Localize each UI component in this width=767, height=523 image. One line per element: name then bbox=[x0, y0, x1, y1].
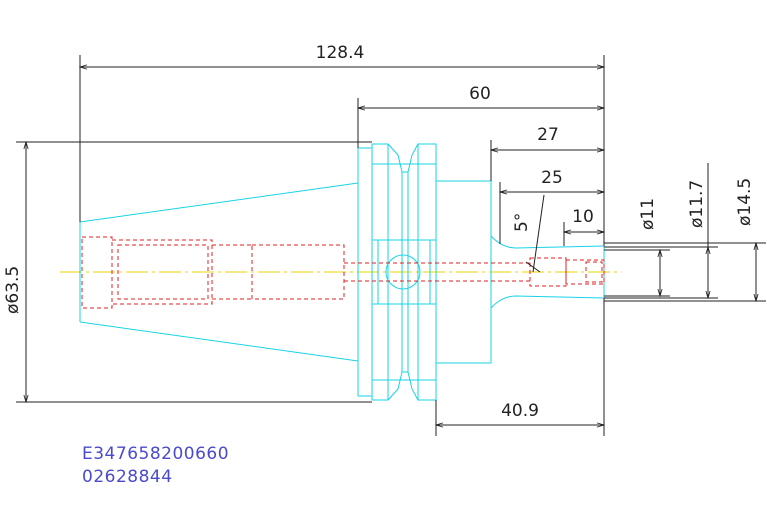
dim-angle: 5° bbox=[512, 194, 545, 273]
dim-overall-length: 128.4 bbox=[80, 43, 604, 246]
dim-tip-length: 10 bbox=[564, 207, 604, 246]
dim-diameter-c-label: ø14.5 bbox=[735, 178, 755, 226]
tool-body-outline bbox=[79, 143, 605, 401]
dim-flange-length-label: 40.9 bbox=[501, 401, 539, 421]
dim-diameter-b-label: ø11.7 bbox=[687, 180, 707, 228]
dim-diameter-a-label: ø11 bbox=[638, 198, 658, 230]
dim-flange-to-tip: 60 bbox=[358, 84, 604, 148]
dim-overall-length-label: 128.4 bbox=[316, 43, 365, 63]
part-number: E347658200660 bbox=[82, 444, 229, 464]
hidden-bore-lines bbox=[81, 236, 605, 309]
dim-shank-length-a-label: 27 bbox=[537, 125, 559, 145]
dim-diameter-c: ø14.5 bbox=[604, 178, 766, 301]
dim-flange-to-tip-label: 60 bbox=[469, 84, 491, 104]
dim-tip-length-label: 10 bbox=[572, 207, 594, 227]
dim-shank-length-b-label: 25 bbox=[541, 168, 563, 188]
dim-taper-diameter: ø63.5 bbox=[3, 142, 372, 402]
dim-angle-label: 5° bbox=[512, 213, 532, 232]
dim-taper-diameter-label: ø63.5 bbox=[3, 266, 23, 314]
dim-diameter-b: ø11.7 bbox=[604, 163, 718, 298]
dim-diameter-a: ø11 bbox=[604, 198, 670, 296]
dim-flange-length: 40.9 bbox=[436, 298, 604, 436]
serial-number: 02628844 bbox=[82, 467, 173, 487]
dim-shank-length-b: 25 bbox=[500, 168, 604, 244]
dim-shank-length-a: 27 bbox=[491, 125, 604, 181]
